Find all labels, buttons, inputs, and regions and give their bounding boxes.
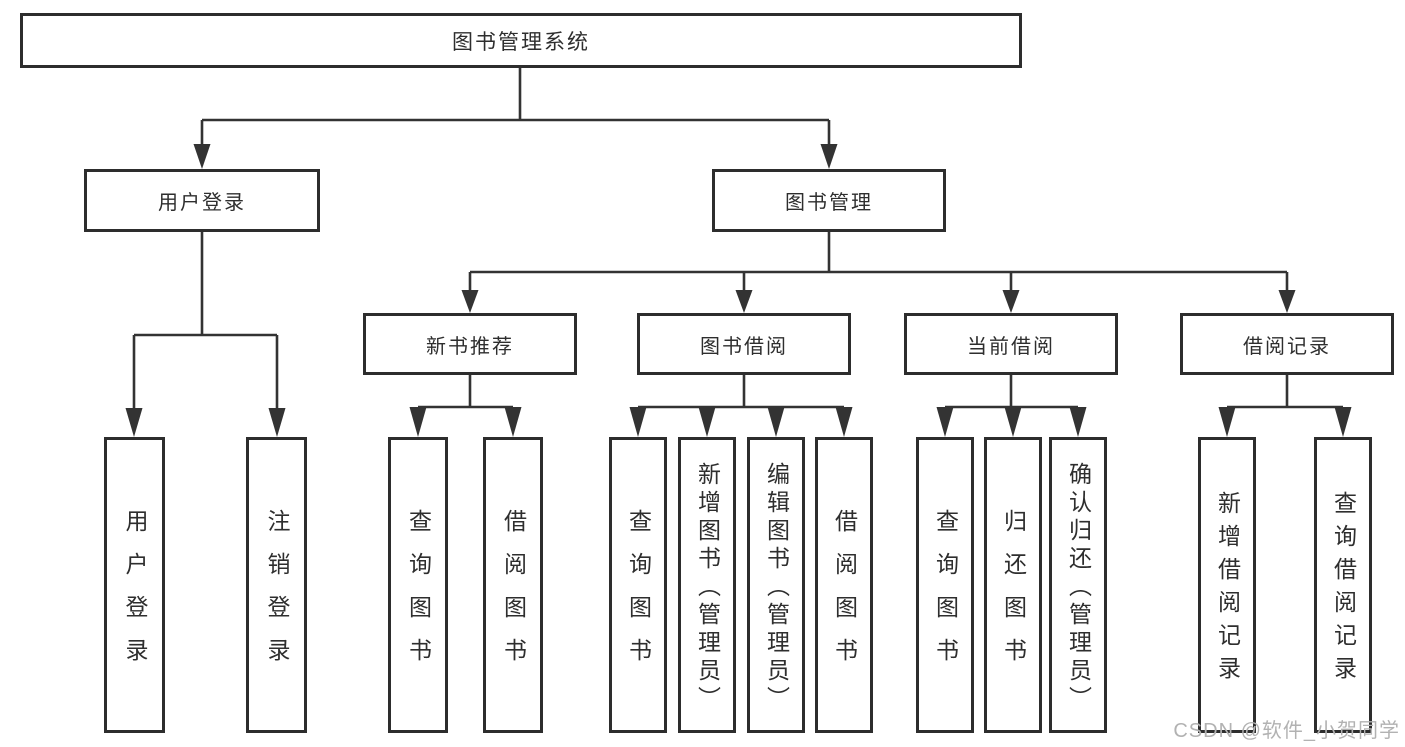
leaf-query-borrow-record-label: 查询借阅记录: [1330, 491, 1357, 689]
node-current-borrowing: 当前借阅: [904, 313, 1118, 375]
node-borrowing-records-label: 借阅记录: [1243, 335, 1331, 358]
leaf-confirm-return-admin: 确认归还（管理员）: [1049, 437, 1107, 733]
leaf-current-query-books: 查询图书: [916, 437, 974, 733]
arrowhead: [1004, 407, 1022, 437]
leaf-borrowing-query-books: 查询图书: [609, 437, 667, 733]
node-root: 图书管理系统: [20, 13, 1022, 68]
arrowhead: [767, 407, 785, 437]
arrowhead: [835, 407, 853, 437]
arrowhead: [461, 290, 479, 313]
leaf-recommend-query-books-label: 查询图书: [405, 509, 432, 681]
node-book-borrowing: 图书借阅: [637, 313, 851, 375]
arrowhead: [820, 144, 838, 169]
arrowhead: [1002, 290, 1020, 313]
leaf-logout: 注销登录: [246, 437, 307, 733]
leaf-borrowing-query-books-label: 查询图书: [625, 509, 652, 681]
arrowhead: [504, 407, 522, 437]
arrowhead: [125, 408, 143, 437]
node-book-management: 图书管理: [712, 169, 946, 232]
node-current-borrowing-label: 当前借阅: [967, 335, 1055, 358]
arrowhead: [698, 407, 716, 437]
leaf-current-query-books-label: 查询图书: [932, 509, 959, 681]
node-user-login-label: 用户登录: [158, 192, 246, 214]
watermark: CSDN @软件_小贺同学: [1173, 720, 1400, 742]
leaf-query-borrow-record: 查询借阅记录: [1314, 437, 1372, 733]
arrowhead: [735, 290, 753, 313]
arrowhead: [268, 408, 286, 437]
node-root-label: 图书管理系统: [452, 30, 590, 54]
leaf-recommend-borrow-books: 借阅图书: [483, 437, 543, 733]
arrowhead: [409, 407, 427, 437]
node-user-login: 用户登录: [84, 169, 320, 232]
leaf-add-borrow-record-label: 新增借阅记录: [1214, 491, 1241, 689]
leaf-return-books-label: 归还图书: [1000, 509, 1027, 681]
arrowhead: [193, 144, 211, 169]
arrowhead: [1334, 407, 1352, 437]
node-book-management-label: 图书管理: [785, 192, 873, 214]
leaf-borrowing-borrow-books-label: 借阅图书: [831, 509, 858, 681]
leaf-recommend-borrow-books-label: 借阅图书: [500, 509, 527, 681]
leaf-recommend-query-books: 查询图书: [388, 437, 448, 733]
arrowhead: [1069, 407, 1087, 437]
arrowhead: [629, 407, 647, 437]
arrowhead: [936, 407, 954, 437]
leaf-add-borrow-record: 新增借阅记录: [1198, 437, 1256, 733]
leaf-borrowing-borrow-books: 借阅图书: [815, 437, 873, 733]
leaf-logout-label: 注销登录: [264, 509, 290, 681]
node-borrowing-records: 借阅记录: [1180, 313, 1394, 375]
leaf-edit-books-admin-label: 编辑图书（管理员）: [763, 461, 790, 714]
node-new-book-recommendation: 新书推荐: [363, 313, 577, 375]
leaf-return-books: 归还图书: [984, 437, 1042, 733]
leaf-add-books-admin: 新增图书（管理员）: [678, 437, 736, 733]
arrowhead: [1218, 407, 1236, 437]
arrowhead: [1278, 290, 1296, 313]
leaf-confirm-return-admin-label: 确认归还（管理员）: [1065, 461, 1092, 714]
node-new-book-recommendation-label: 新书推荐: [426, 335, 514, 358]
leaf-add-books-admin-label: 新增图书（管理员）: [694, 461, 721, 714]
leaf-user-login-label: 用户登录: [122, 509, 148, 681]
node-book-borrowing-label: 图书借阅: [700, 335, 788, 358]
leaf-edit-books-admin: 编辑图书（管理员）: [747, 437, 805, 733]
leaf-user-login: 用户登录: [104, 437, 165, 733]
